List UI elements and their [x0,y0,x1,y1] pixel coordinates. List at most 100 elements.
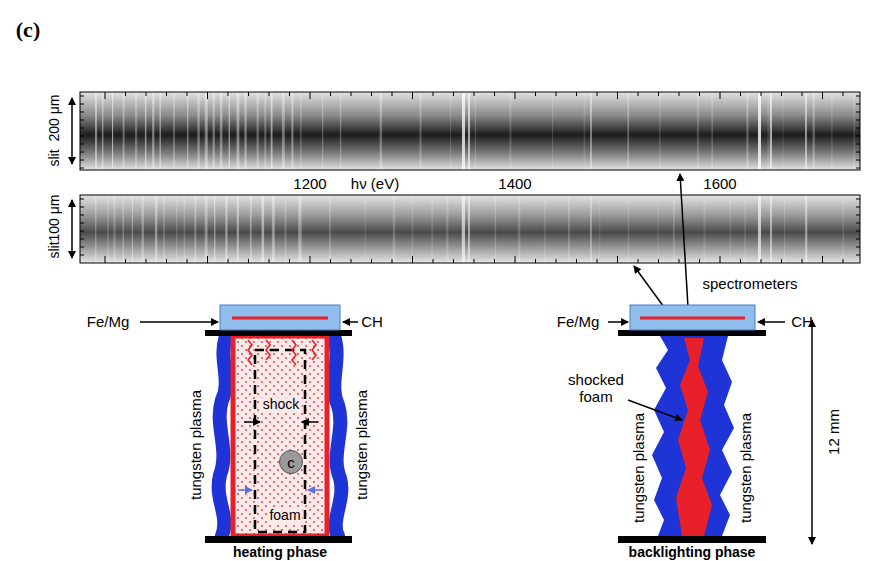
absorption-line [141,196,143,262]
absorption-line [237,93,240,169]
absorption-line [450,93,451,169]
annotation-label: slit [47,241,62,258]
absorption-line [745,196,746,262]
axis-tick [597,92,598,96]
absorption-line [214,196,215,262]
absorption-line [365,196,366,262]
absorption-line [291,93,293,169]
axis-tick [80,215,84,216]
axis-tick [125,92,126,96]
axis-tick [80,112,84,113]
axis-tick [843,259,844,263]
annotation-label: tungsten plasma [631,413,648,523]
annotation-label: CH [361,314,383,331]
absorption-line [758,93,761,169]
absorption-line [250,196,252,262]
absorption-line [495,196,496,262]
absorption-line [187,93,188,169]
axis-tick [856,120,860,121]
axis-tick [392,92,393,96]
axis-tick [228,92,229,96]
axis-tick [80,247,84,248]
axis-tick [433,92,434,96]
axis-tick [679,92,680,96]
axis-tick [843,92,844,96]
absorption-line [135,93,137,169]
axis-tick [80,160,84,161]
axis-tick [289,259,290,263]
absorption-line [730,196,731,262]
absorption-line [767,93,769,169]
absorption-line [95,93,97,169]
absorption-line [509,93,511,169]
axis-tick [371,92,372,96]
axis-tick [856,160,860,161]
absorption-line [113,196,115,262]
axis-tick [412,92,413,99]
axis-tick [781,92,782,96]
axis-tick [699,259,700,263]
absorption-line [758,196,761,262]
annotation-label: tungsten plasma [188,390,205,500]
absorption-line [831,93,833,169]
absorption-line [590,196,592,262]
axis-tick [856,223,860,224]
axis-tick [187,92,188,96]
axis-tick [822,92,823,99]
axis-tick [187,259,188,263]
axis-tick [556,259,557,263]
absorption-line [746,93,748,169]
axis-tick [80,207,84,208]
axis-tick [617,92,618,99]
axis-tick [392,259,393,263]
absorption-line [518,196,520,262]
absorption-line [770,196,772,262]
axis-tick [310,256,311,263]
axis-tick [535,259,536,263]
absorption-line [194,196,196,262]
annotation-label: 200 μm [47,95,62,142]
absorption-line [155,196,157,262]
axis-tick [248,92,249,96]
axis-tick [80,168,84,169]
annotation-label: 12 mm [826,409,843,455]
absorption-line [419,93,421,169]
absorption-line [285,196,287,262]
axis-tick [474,259,475,263]
axis-tick [166,92,167,96]
absorption-line [380,93,382,169]
axis-tick [80,128,84,129]
axis-tick [856,231,860,232]
spectrum-strip [80,195,860,263]
axis-tick [822,256,823,263]
axis-tick [371,259,372,263]
axis-tick [80,120,84,121]
axis-tick [856,215,860,216]
axis-tick [494,259,495,263]
axis-tick [856,207,860,208]
axis-tick [856,239,860,240]
axis-tick [515,256,516,263]
axis-tick [80,152,84,153]
absorption-line [784,196,785,262]
axis-tick [207,92,208,99]
annotation-label: 1400 [496,176,533,193]
axis-tick [453,92,454,96]
annotation-label: Fe/Mg [557,314,600,331]
absorption-line [805,93,807,169]
absorption-line [322,93,323,169]
absorption-line [264,93,266,169]
axis-tick [856,96,860,97]
axis-tick [433,259,434,263]
axis-tick [638,92,639,96]
axis-tick [856,144,860,145]
absorption-line [176,196,177,262]
axis-tick [856,104,860,105]
absorption-line [132,196,133,262]
absorption-line [107,196,108,262]
absorption-line [468,93,470,169]
absorption-line [468,196,470,262]
annotation-label: tungsten plasma [738,413,755,523]
axis-tick [679,259,680,263]
absorption-line [340,93,341,169]
